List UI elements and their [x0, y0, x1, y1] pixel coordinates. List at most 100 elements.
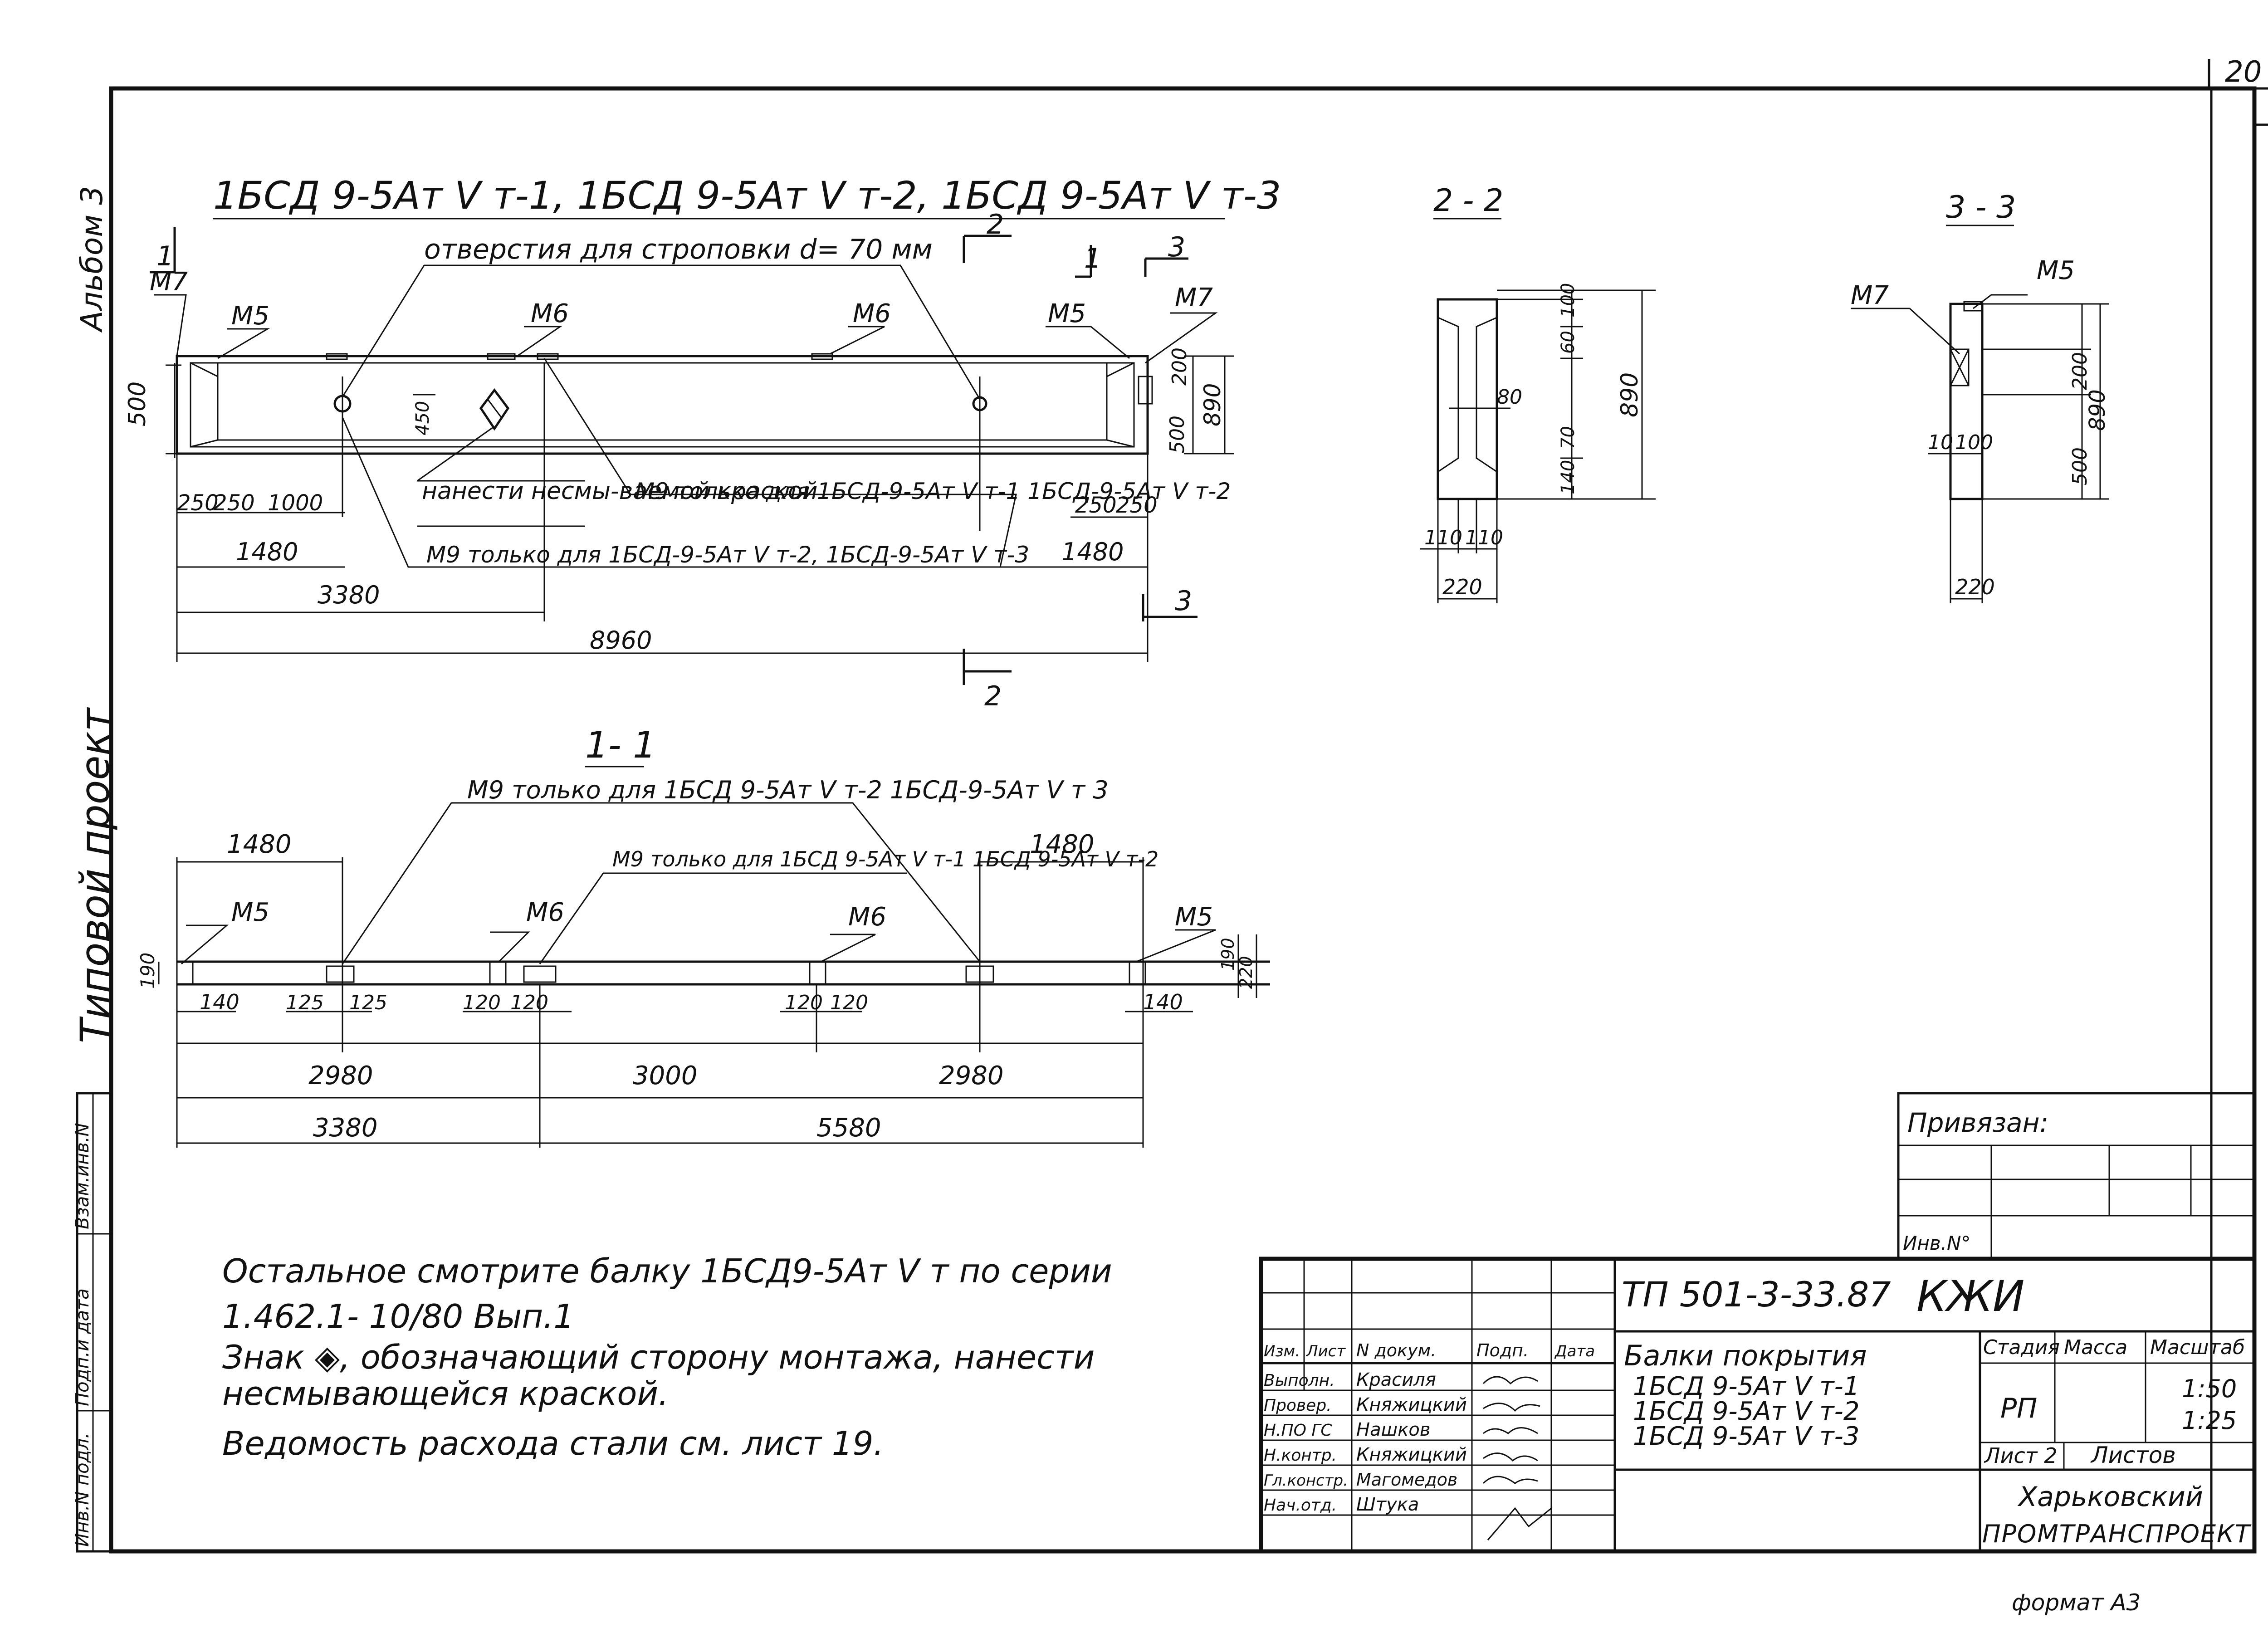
dim-elev-8960: 8960 [590, 626, 652, 655]
dim-plan-5580: 5580 [816, 1113, 881, 1143]
section-2-title: 2 - 2 [1433, 183, 1503, 219]
dim-plan-190-left: 190 [137, 953, 159, 989]
stamp-col-scale: Масштаб [2150, 1336, 2245, 1359]
stamp-head-date: Дата [1554, 1342, 1595, 1360]
paint-note: нанести несмы-ваемой краской [422, 478, 817, 505]
stamp-code: ТП 501-3-33.87 [1622, 1274, 1891, 1315]
stamp-person-5: Магомедов [1356, 1470, 1457, 1490]
dim-s2-80: 80 [1497, 386, 1522, 409]
sheet-format: формат А3 [2012, 1589, 2141, 1616]
stamp-role-4: Н.контр. [1264, 1446, 1337, 1465]
cut-1-top-b: 1 [1084, 243, 1101, 274]
dim-s3-500: 500 [2068, 447, 2092, 485]
dim-s2-100: 100 [1558, 283, 1579, 318]
stamp-head-izm: Изм. [1264, 1342, 1300, 1360]
plan-m9-note-a-1: М9 только для 1БСД 9-5Ат V т-2 1БСД-9-5А… [467, 776, 1109, 804]
m9-note-b: М9 только для 1БСД-9-5Ат V т-2, 1БСД-9-5… [426, 542, 1029, 568]
note-line-3: Знак ◈, обозначающий сторону монтажа, на… [222, 1338, 1095, 1376]
dim-elev-200: 200 [1168, 347, 1191, 386]
stamp-person-1: Красиля [1356, 1369, 1436, 1390]
album-label: Альбом 3 [74, 186, 109, 333]
cut-1-top: 1 [156, 240, 174, 272]
dim-plan-140-right: 140 [1143, 990, 1183, 1014]
note-line-5: Ведомость расхода стали см. лист 19. [222, 1424, 884, 1462]
plan-label-m5-right: М5 [1175, 902, 1213, 932]
section-cut-marks [150, 227, 1198, 685]
dim-plan-2980-a: 2980 [308, 1061, 373, 1090]
section-2-drawing [1420, 289, 1656, 603]
stamp-col-stage: Стадия [1983, 1336, 2060, 1359]
stamp-head-doc: N докум. [1356, 1340, 1436, 1360]
label-m6-b: М6 [853, 299, 891, 328]
stamp-org-2: ПРОМТРАНСПРОЕКТ [1982, 1520, 2252, 1548]
dim-plan-125-b: 125 [349, 991, 387, 1014]
dim-s3-10: 10 [1928, 431, 1953, 454]
dim-elev-3380: 3380 [318, 581, 380, 609]
hole-note: отверстия для строповки d= 70 мм [424, 234, 933, 265]
dim-plan-2980-b: 2980 [939, 1061, 1004, 1090]
m9-note-a: М9 только для 1БСД-9-5Ат V т-1 1БСД-9-5А… [635, 478, 1231, 504]
stamp-item-1: 1БСД 9-5Ат V т-1 [1633, 1372, 1859, 1401]
stamp-head-sign: Подп. [1476, 1340, 1529, 1360]
dim-s3-890: 890 [2085, 389, 2110, 431]
dim-s2-220: 220 [1442, 575, 1482, 599]
sheet-frame [109, 59, 2268, 1554]
label-m5-left: М5 [231, 301, 269, 331]
cut-2-top: 2 [987, 209, 1004, 240]
dim-s3-220: 220 [1955, 575, 1995, 599]
tie-box-inv: Инв.N° [1903, 1232, 1970, 1254]
dim-plan-125-a: 125 [286, 991, 324, 1014]
dim-plan-3380: 3380 [313, 1113, 378, 1143]
dim-plan-120-d: 120 [830, 991, 868, 1014]
plan-label-m5-left: М5 [231, 898, 269, 927]
stamp-stage-value: РП [2000, 1393, 2037, 1424]
stamp-person-3: Нашков [1356, 1419, 1430, 1440]
plan-m9-note-b: М9 только для 1БСД 9-5Ат V т-1 1БСД 9-5А… [612, 847, 1158, 871]
tie-box-title: Привязан: [1907, 1107, 2048, 1138]
stamp-scale-1: 1:50 [2182, 1374, 2237, 1403]
title-stamp [1259, 1257, 2257, 1554]
dim-s2-70: 70 [1558, 426, 1579, 449]
note-line-4: несмывающейся краской. [222, 1374, 669, 1413]
side-stamp [76, 1092, 112, 1553]
dim-s3-200: 200 [2068, 352, 2092, 390]
dim-plan-1480-right: 1480 [1030, 830, 1095, 859]
dim-plan-190-right: 190 [1218, 938, 1238, 971]
dim-plan-120-b: 120 [510, 991, 548, 1014]
dim-elev-250-d: 250 [1116, 493, 1158, 518]
drawing-title: 1БСД 9-5Ат V т-1, 1БСД 9-5Ат V т-2, 1БСД… [213, 173, 1281, 218]
plan-label-m6-b: М6 [848, 902, 886, 932]
dim-s2-110-a: 110 [1424, 526, 1462, 549]
cut-2-bottom: 2 [984, 680, 1002, 712]
dim-plan-3000: 3000 [633, 1061, 698, 1090]
dim-elev-1480-left: 1480 [236, 538, 298, 566]
project-label: Типовой проект [72, 707, 118, 1043]
plan-drawing [158, 802, 1270, 1148]
dim-plan-220: 220 [1236, 956, 1256, 989]
dim-s2-60: 60 [1558, 331, 1579, 354]
dim-s2-140: 140 [1558, 460, 1579, 494]
dim-s2-890: 890 [1616, 372, 1643, 417]
stamp-item-2: 1БСД 9-5Ат V т-2 [1633, 1397, 1859, 1426]
stamp-sheet: Лист 2 [1984, 1443, 2057, 1468]
note-line-2: 1.462.1- 10/80 Вып.1 [222, 1297, 575, 1335]
dim-plan-1480-left: 1480 [227, 830, 292, 859]
stamp-org-1: Харьковский [2017, 1481, 2203, 1513]
dim-elev-1000: 1000 [268, 490, 323, 516]
stamp-person-4: Княжицкий [1356, 1444, 1467, 1465]
stamp-name: Балки покрытия [1624, 1339, 1867, 1372]
elevation-dimension-lines [166, 355, 1234, 662]
dim-plan-120-c: 120 [785, 991, 823, 1014]
stamp-signatures [1482, 1376, 1552, 1540]
dim-elev-250-c: 250 [1075, 493, 1117, 518]
dim-elev-500-right: 500 [1166, 416, 1189, 454]
stamp-head-list: Лист [1305, 1342, 1346, 1360]
cut-3-bottom: 3 [1175, 585, 1192, 617]
dim-elev-250-a: 250 [177, 490, 219, 516]
stamp-role-6: Нач.отд. [1264, 1496, 1337, 1515]
dim-plan-120-a: 120 [463, 991, 501, 1014]
label-m6-a: М6 [531, 299, 569, 328]
cut-3-top: 3 [1168, 231, 1185, 263]
